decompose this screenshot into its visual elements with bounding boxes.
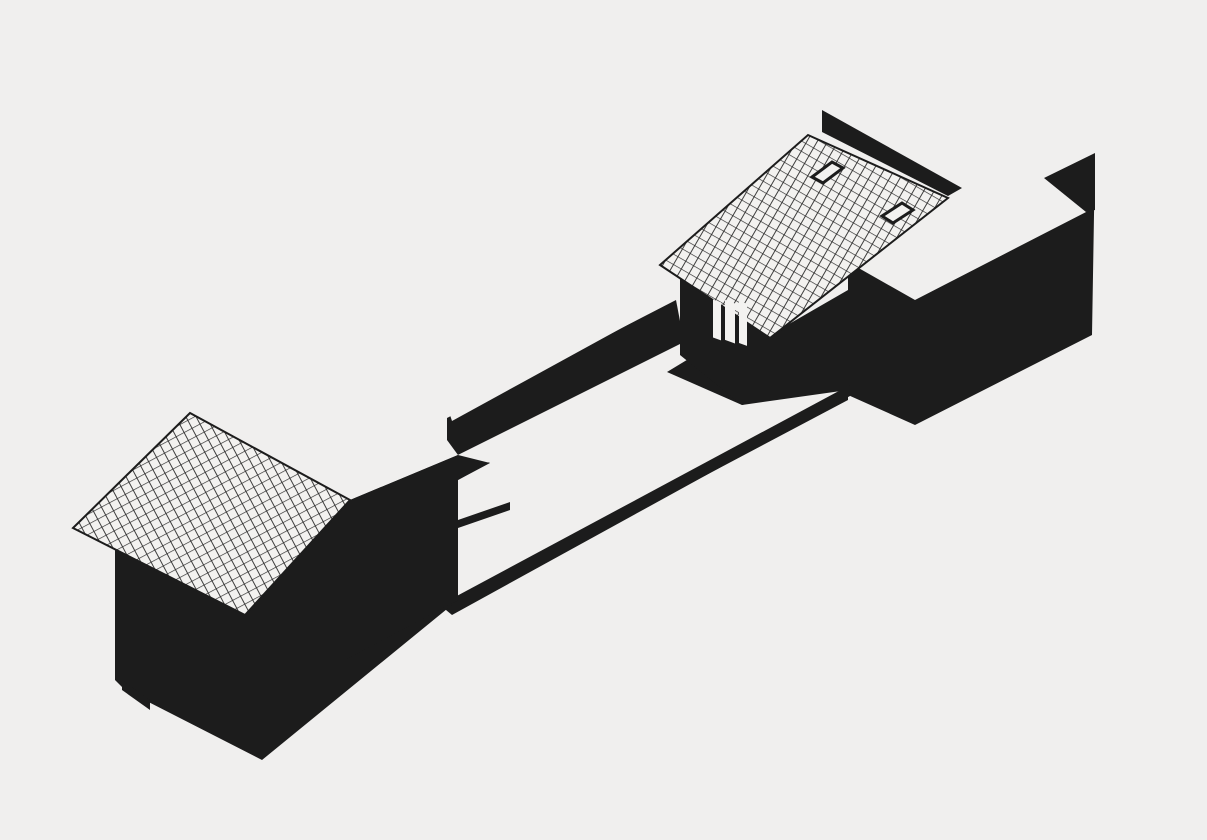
right-block-roof <box>848 178 1088 298</box>
left-house-base <box>122 680 150 710</box>
ground-shadow <box>440 385 850 615</box>
door-panel-left <box>713 299 721 341</box>
connecting-wall <box>440 290 850 615</box>
wall-top-edge <box>450 290 680 421</box>
center-pavilion <box>658 110 962 405</box>
skylight-2 <box>879 201 916 225</box>
right-block-body <box>848 155 1095 425</box>
left-house-bracket <box>458 502 510 528</box>
left-house <box>71 411 510 760</box>
skylight-1 <box>809 160 846 185</box>
pavilion-body <box>680 275 848 405</box>
courtyard-surface <box>458 340 798 590</box>
right-block-parapet <box>1044 153 1095 212</box>
pavilion-back-parapet <box>822 110 962 196</box>
left-house-canopy <box>458 462 490 480</box>
left-house-gable-wall <box>345 455 490 660</box>
glazed-door <box>713 299 747 346</box>
right-flat-roof-block <box>848 153 1095 425</box>
left-house-roof <box>71 411 352 617</box>
back-wall <box>447 300 684 455</box>
door-panel-mid <box>725 299 735 344</box>
door-panel-right <box>739 300 747 346</box>
